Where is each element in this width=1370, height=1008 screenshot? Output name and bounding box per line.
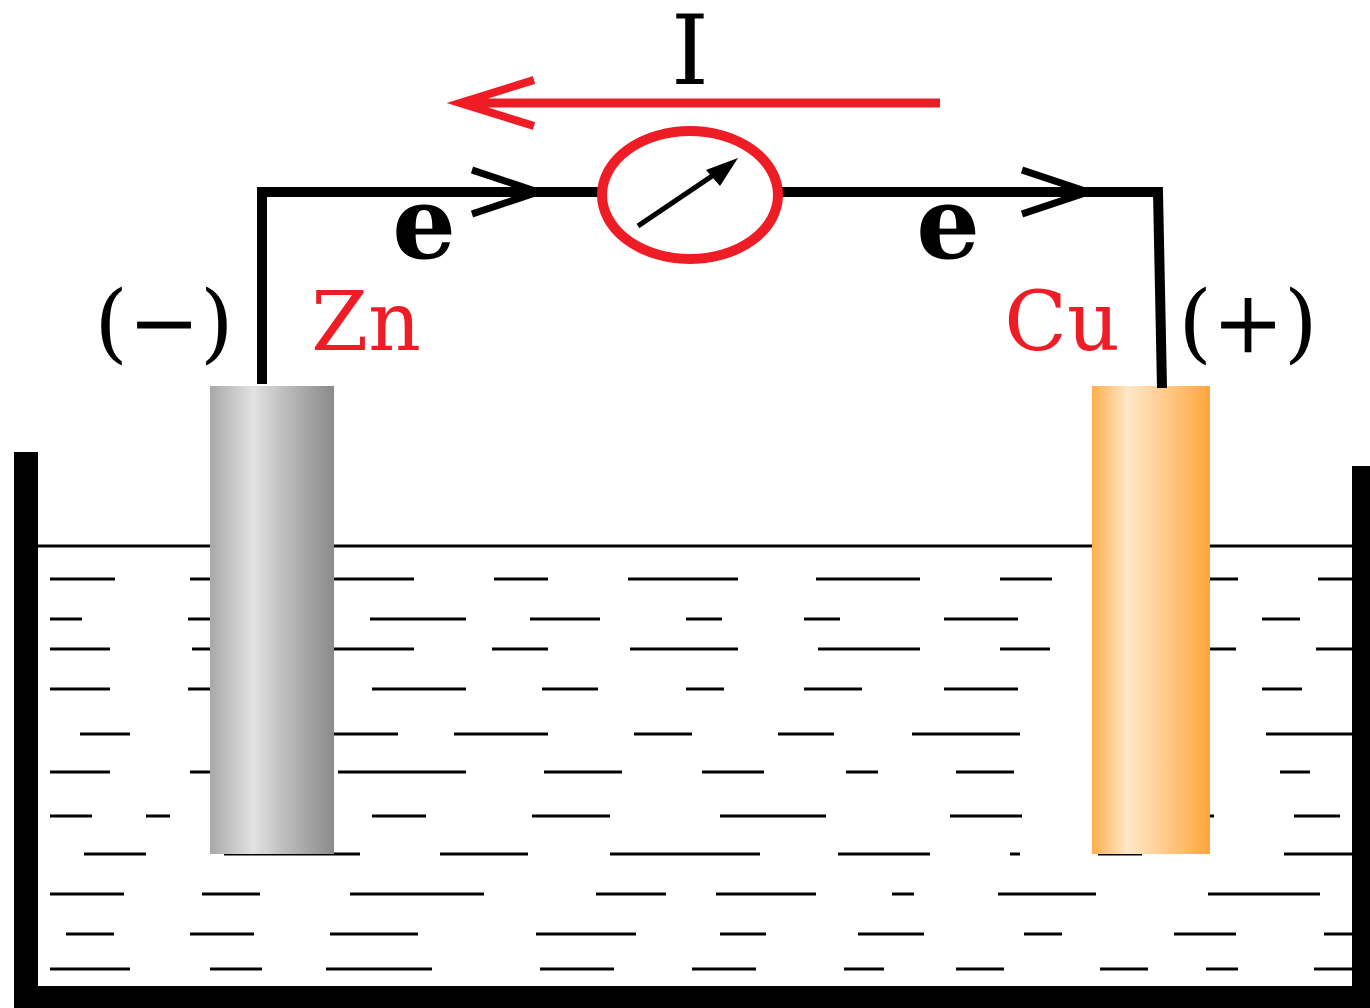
meter-needle [636, 169, 720, 229]
meter-needle-head [706, 158, 738, 186]
electron-label-left: e [392, 164, 456, 282]
cathode-metal-label: Cu [1004, 275, 1120, 370]
galvanometer-icon [597, 126, 783, 264]
external-wire-right [778, 187, 1167, 389]
external-wire [257, 187, 602, 384]
anode-polarity-label: (−) [94, 273, 233, 373]
cathode-polarity-label: (+) [1178, 273, 1317, 373]
anode-metal-label: Zn [311, 275, 421, 370]
beaker [14, 452, 1370, 1008]
electron-arrow-left [470, 166, 550, 218]
electron-label-right: e [916, 164, 980, 282]
beaker-right-wall [1352, 466, 1370, 1008]
copper-electrode [1092, 386, 1210, 854]
electron-arrow-right [1020, 166, 1100, 218]
beaker-bottom [14, 986, 1370, 1008]
zinc-electrode [210, 386, 334, 854]
current-label: I [671, 0, 709, 107]
meter-circle [597, 126, 783, 264]
current-arrow [446, 76, 940, 130]
beaker-left-wall [14, 452, 38, 1000]
